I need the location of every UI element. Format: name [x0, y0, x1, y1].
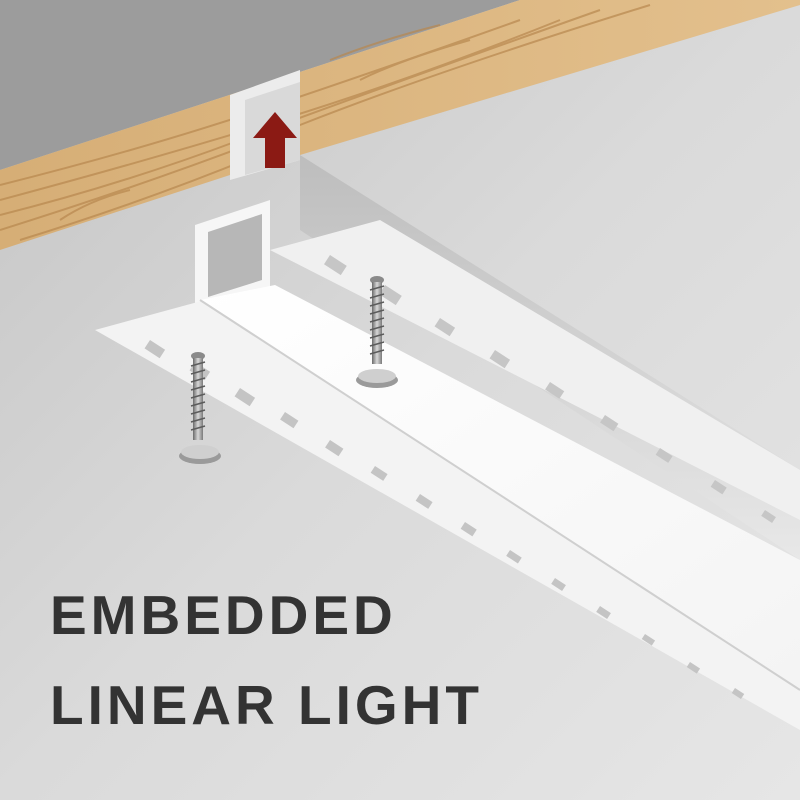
- profile-flange-lower: [95, 300, 800, 730]
- headline-line-2: LINEAR LIGHT: [50, 674, 483, 736]
- flange-holes-upper: [324, 255, 776, 523]
- screw-icon: [356, 276, 398, 388]
- profile-diffuser: [200, 285, 800, 690]
- headline-line-1: EMBEDDED: [50, 584, 397, 646]
- up-arrow-icon: [253, 112, 297, 168]
- headline: EMBEDDED LINEAR LIGHT: [50, 570, 483, 750]
- profile-flange-upper: [270, 220, 800, 520]
- screw-icon: [179, 352, 221, 464]
- wood-board: [0, 0, 800, 250]
